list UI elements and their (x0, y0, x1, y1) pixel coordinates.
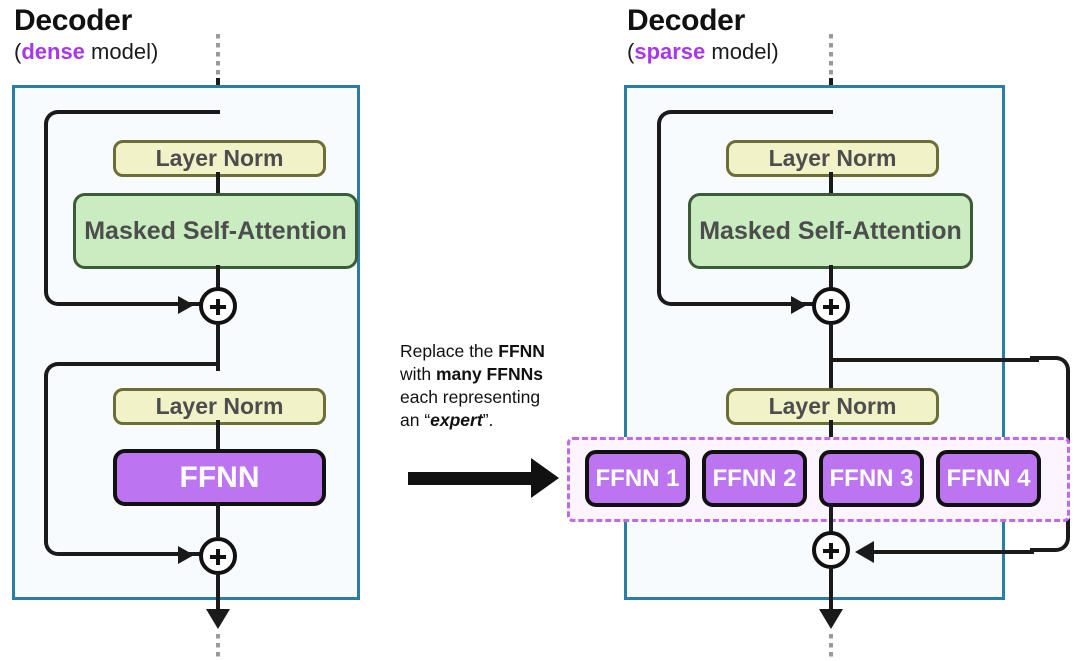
right-residual-arrowhead-1 (791, 296, 807, 314)
annotation-line1-plain: Replace the (400, 341, 499, 361)
right-input-dotted-line (829, 34, 833, 80)
expert-ffnn-3: FFNN 3 (819, 450, 924, 507)
transform-annotation: Replace the FFNN with many FFNNs each re… (400, 340, 572, 432)
annotation-line1-bold: FFNN (498, 341, 545, 361)
expert-ffnn-4: FFNN 4 (936, 450, 1041, 507)
right-subtitle-suffix: model) (705, 39, 779, 64)
transform-arrow-head (531, 458, 559, 498)
left-masked-self-attention: Masked Self-Attention (73, 193, 358, 269)
left-wire-ln1-attn (216, 172, 220, 198)
left-subtitle-highlight: dense (21, 39, 85, 64)
right-wire-experts-add2 (829, 503, 833, 537)
annotation-line2-bold: many FFNNs (435, 364, 543, 384)
right-residual-arrowhead-2 (855, 541, 874, 563)
left-decoder-subtitle: (dense model) (14, 38, 158, 65)
left-output-dotted-line (216, 634, 220, 658)
left-subtitle-suffix: model) (84, 39, 159, 64)
left-add-node-2 (199, 537, 237, 575)
left-layer-norm-2: Layer Norm (113, 388, 326, 425)
right-wire-add1-ln2 (829, 323, 833, 388)
right-residual-bottom-segment (862, 550, 1034, 554)
right-decoder-heading: Decoder (sparse model) (627, 4, 779, 65)
annotation-line-3: each representing (400, 387, 541, 407)
right-wire-attn-add1 (829, 265, 833, 289)
right-wire-ln2-experts (829, 420, 833, 450)
left-subtitle-prefix: ( (14, 39, 22, 64)
annotation-line4-italic: expert (430, 410, 483, 430)
annotation-line4-suffix: ”. (482, 410, 494, 430)
expert-ffnn-2: FFNN 2 (702, 450, 807, 507)
left-add-node-1 (199, 287, 237, 325)
left-input-dotted-line (216, 34, 220, 80)
left-decoder-title: Decoder (14, 4, 132, 37)
right-subtitle-highlight: sparse (634, 39, 706, 64)
right-residual-bracket-1 (657, 110, 833, 306)
left-residual-arrowhead-2 (178, 546, 194, 564)
annotation-line-4: an “expert”. (400, 409, 572, 432)
left-residual-arrowhead-1 (178, 296, 194, 314)
left-wire-ln2-ffnn (216, 420, 220, 450)
right-residual-top-segment (829, 358, 1039, 362)
right-add-node-2 (812, 531, 850, 569)
annotation-line4-prefix: an “ (400, 410, 431, 430)
left-decoder-heading: Decoder (dense model) (14, 4, 158, 65)
annotation-line-1: Replace the FFNN (400, 340, 572, 363)
left-wire-ffnn-add2 (216, 502, 220, 537)
transform-arrow-shaft (408, 472, 533, 485)
right-subtitle-prefix: ( (627, 39, 635, 64)
expert-ffnn-1: FFNN 1 (585, 450, 690, 507)
annotation-line-2: with many FFNNs (400, 363, 572, 386)
left-output-arrowhead (206, 609, 230, 629)
left-residual-bracket-1 (44, 110, 220, 306)
left-ffnn-block: FFNN (113, 449, 326, 506)
left-wire-attn-add1 (216, 265, 220, 289)
left-wire-add1-ln2 (216, 323, 220, 371)
left-residual-bracket-2 (44, 362, 220, 556)
right-add-node-1 (812, 287, 850, 325)
right-decoder-title: Decoder (627, 4, 745, 37)
right-decoder-subtitle: (sparse model) (627, 38, 779, 65)
right-output-arrowhead (819, 609, 843, 629)
right-wire-ln1-attn (829, 172, 833, 198)
right-output-dotted-line (829, 634, 833, 658)
right-masked-self-attention: Masked Self-Attention (688, 193, 973, 269)
right-output-wire (829, 567, 833, 615)
annotation-line2-plain: with (400, 364, 436, 384)
left-output-wire (216, 573, 220, 615)
